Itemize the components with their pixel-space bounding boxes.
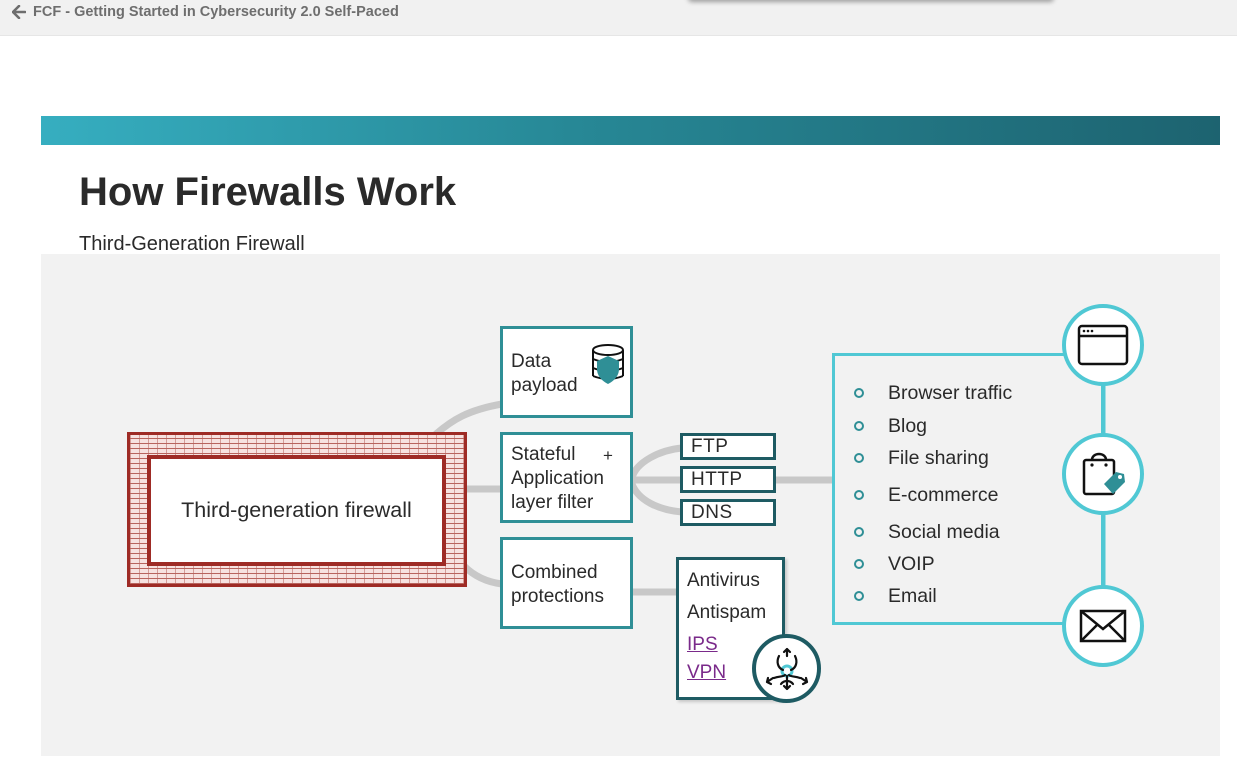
protection-vpn-link[interactable]: VPN <box>687 662 727 683</box>
bullet-icon <box>854 421 864 431</box>
connector-combined <box>460 562 506 588</box>
envelope-icon <box>1079 609 1127 643</box>
commerce-badge <box>1062 433 1144 515</box>
stateful-line-2: Application <box>511 468 604 489</box>
list-item: Browser traffic <box>835 381 1012 405</box>
browser-window-icon <box>1077 324 1129 366</box>
list-item: Social media <box>835 520 1000 544</box>
traffic-social-media: Social media <box>888 520 1000 543</box>
shopping-bag-tag-icon <box>1082 452 1125 496</box>
database-shield-icon <box>592 344 624 384</box>
back-link[interactable]: FCF - Getting Started in Cybersecurity 2… <box>12 3 399 21</box>
connector-data-payload <box>432 400 506 438</box>
traffic-file-sharing: File sharing <box>888 446 989 469</box>
list-item: E-commerce <box>835 483 999 507</box>
bullet-icon <box>854 388 864 398</box>
bullet-icon <box>854 527 864 537</box>
biohazard-badge <box>752 634 821 703</box>
protection-antivirus: Antivirus <box>687 570 760 591</box>
header-banner <box>41 116 1220 145</box>
connector-ftp <box>628 444 686 482</box>
browser-badge <box>1062 304 1144 386</box>
stateful-line-3: layer filter <box>511 492 594 513</box>
bullet-icon <box>854 559 864 569</box>
list-item: VOIP <box>835 552 935 576</box>
list-item: Blog <box>835 414 927 438</box>
protection-antispam: Antispam <box>687 602 767 623</box>
protection-ips-link[interactable]: IPS <box>687 634 718 655</box>
traffic-email: Email <box>888 584 937 607</box>
data-payload-line-1: Data <box>511 351 552 372</box>
stateful-filter-box: Stateful Application layer filter + <box>500 432 633 523</box>
email-badge <box>1062 585 1144 667</box>
traffic-types-panel: Browser traffic Blog File sharing E-comm… <box>832 353 1104 625</box>
page-title: How Firewalls Work <box>79 170 457 214</box>
list-item: Email <box>835 584 937 608</box>
traffic-blog: Blog <box>888 414 928 437</box>
protocol-dns: DNS <box>680 499 776 526</box>
combined-line-1: Combined <box>511 562 598 583</box>
combined-protections-box: Combined protections <box>500 537 633 629</box>
bullet-icon <box>854 591 864 601</box>
plus-sign: + <box>603 446 613 465</box>
stateful-line-1: Stateful <box>511 444 576 465</box>
bullet-icon <box>854 490 864 500</box>
combined-line-2: protections <box>511 586 604 607</box>
connector-dns <box>628 480 686 516</box>
list-item: File sharing <box>835 446 989 470</box>
bullet-icon <box>854 453 864 463</box>
traffic-ecommerce: E-commerce <box>888 483 999 506</box>
data-payload-box: Data payload <box>500 326 633 418</box>
traffic-voip: VOIP <box>888 552 935 575</box>
protocol-ftp: FTP <box>680 433 776 460</box>
course-title: FCF - Getting Started in Cybersecurity 2… <box>33 4 399 20</box>
biohazard-icon <box>765 647 808 690</box>
traffic-browser: Browser traffic <box>888 381 1013 404</box>
data-payload-line-2: payload <box>511 375 578 396</box>
top-bar: FCF - Getting Started in Cybersecurity 2… <box>0 0 1237 36</box>
arrow-left-icon <box>12 5 26 19</box>
firewall-label: Third-generation firewall <box>147 455 446 566</box>
page-subtitle: Third-Generation Firewall <box>79 233 305 255</box>
protocol-http: HTTP <box>680 466 776 493</box>
